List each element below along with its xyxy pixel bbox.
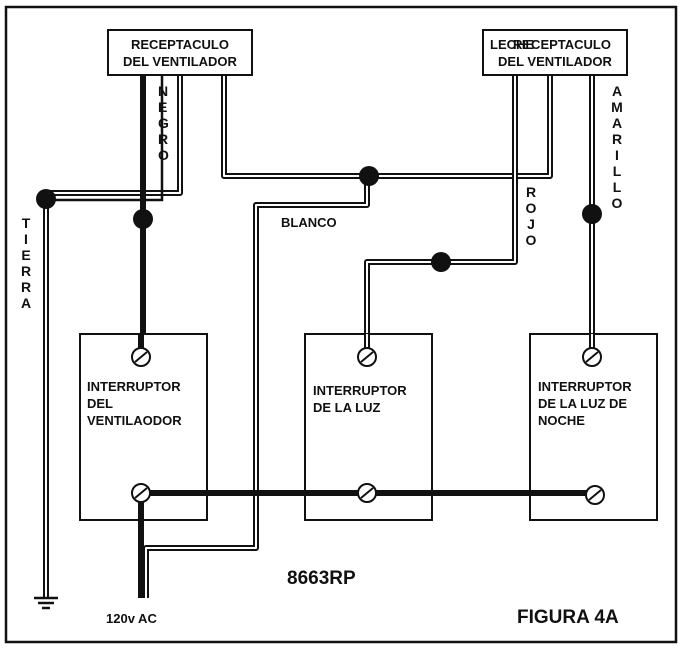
fan-top-terminal [131,347,151,367]
figure-title: FIGURA 4A [517,607,619,628]
rojo-junction-dot [431,252,451,272]
fan-switch-line2: DEL [87,396,113,411]
night-switch-line2: DE LA LUZ DE [538,396,627,411]
left-receptacle-line1: RECEPTACULO [131,37,229,52]
figure-border [4,5,678,644]
right-receptacle-overlap-text: LECHE [490,37,534,52]
ground-junction-dot [36,189,56,209]
right-receptacle-line1: RECEPTACULO [513,37,611,52]
ground-symbol [34,596,58,610]
night-switch-line3: NOCHE [538,413,585,428]
supply-label: 120v AC [106,611,157,626]
fan-switch-line3: VENTILAODOR [87,413,182,428]
amarillo-junction-dot [582,204,602,224]
night-top-terminal [582,347,602,367]
left-receptacle-box [107,29,253,76]
light-top-terminal [357,347,377,367]
light-switch-line2: DE LA LUZ [313,400,380,415]
negro-junction-dot [133,209,153,229]
right-receptacle-line2: DEL VENTILADOR [498,54,612,69]
right-receptacle-box [482,29,628,76]
fan-switch-line1: INTERRUPTOR [87,379,181,394]
night-bottom-terminal [585,485,605,505]
blanco-junction-dot [359,166,379,186]
ground-wire [43,72,183,598]
negro-branch-wire [46,72,164,202]
blanco-wire [143,72,553,598]
model-number: 8663RP [287,568,356,589]
light-bottom-terminal [357,483,377,503]
night-switch-line1: INTERRUPTOR [538,379,632,394]
light-switch-line1: INTERRUPTOR [313,383,407,398]
rojo-wire [364,72,518,356]
blanco-label: BLANCO [281,215,337,230]
fan-bottom-terminal [131,483,151,503]
left-receptacle-line2: DEL VENTILADOR [123,54,237,69]
